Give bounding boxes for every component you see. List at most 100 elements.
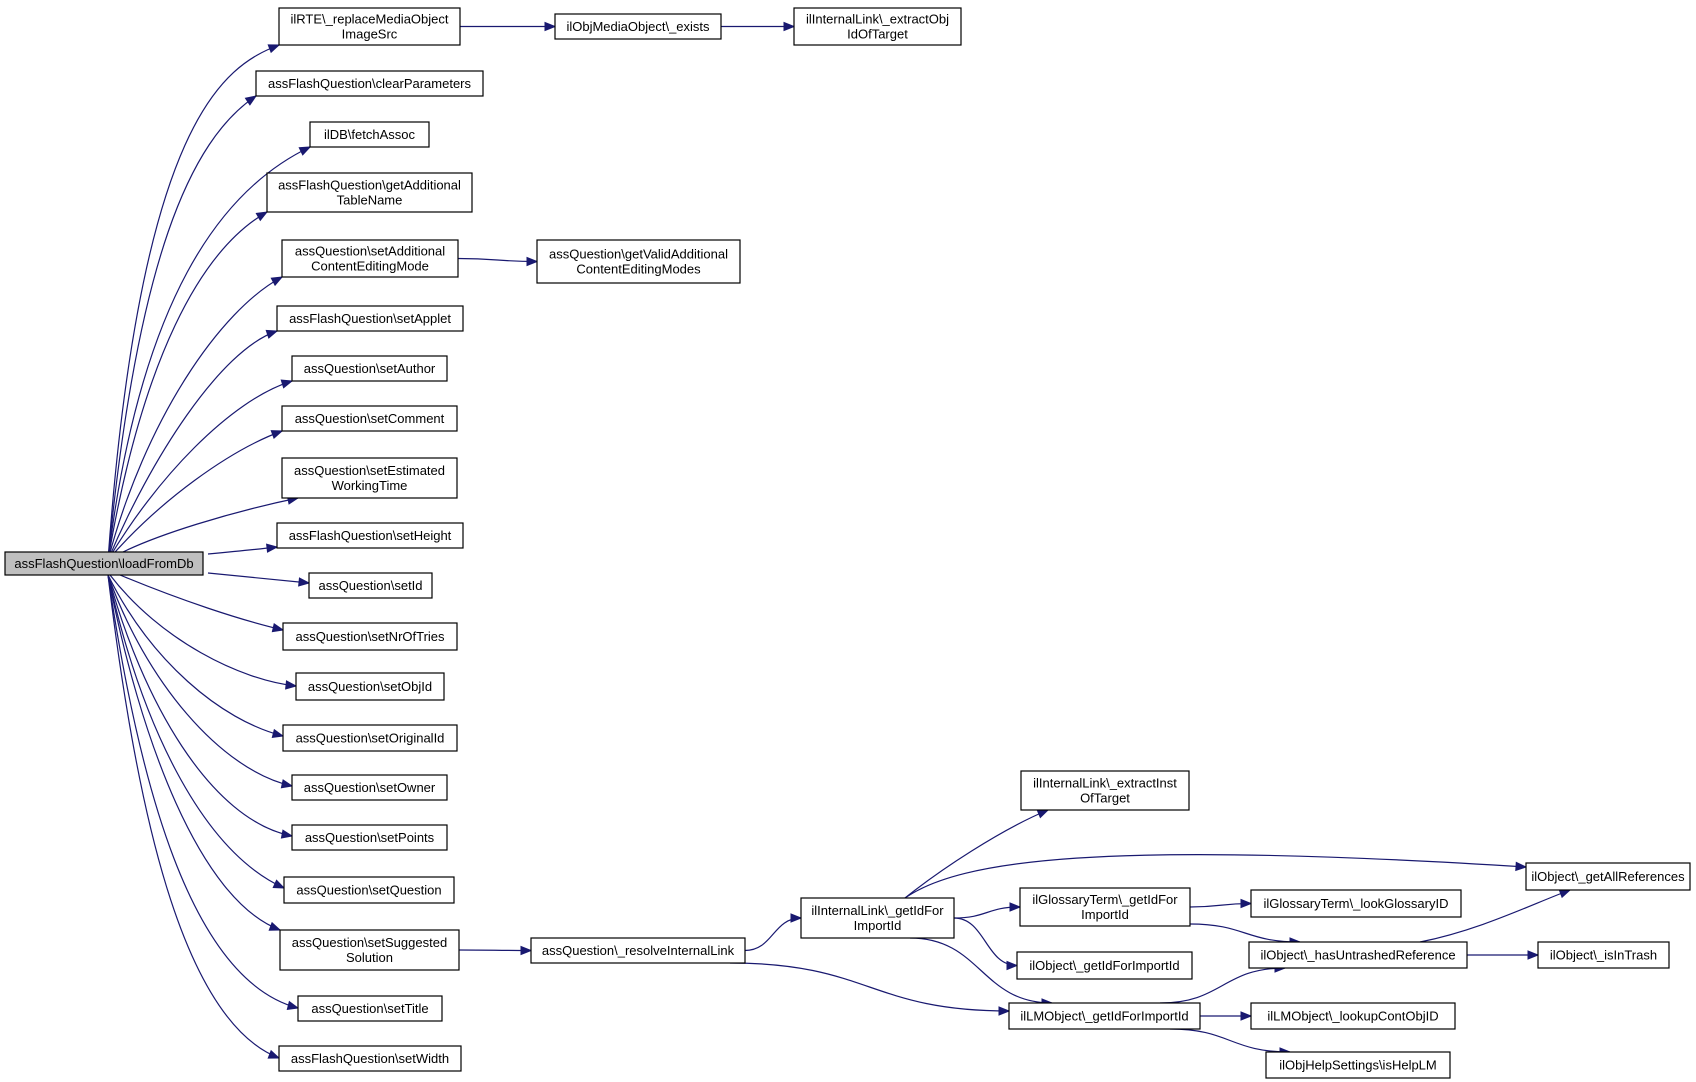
function-node[interactable]: assQuestion\setOriginalId [282,724,458,752]
node-box [297,995,443,1022]
edge-n25-n27 [904,853,1528,899]
edge-line [107,574,280,1059]
node-label: ilInternalLink\_extractInst [1033,776,1177,791]
node-label: assQuestion\setEstimated [294,463,445,478]
call-graph-nodes: assFlashQuestion\loadFromDb ilRTE\_replac… [4,7,1691,1079]
node-box [308,572,433,599]
node-box [283,876,455,904]
node-label: ilGlossaryTerm\_getIdFor [1032,892,1178,907]
node-box [276,305,464,332]
edge-n0-n18 [107,574,294,789]
node-label: assQuestion\setTitle [311,1001,428,1016]
node-label: IdOfTarget [847,27,908,42]
edge-n0-n23 [107,574,300,1010]
function-node[interactable]: ilLMObject\_lookupContObjID [1250,1002,1456,1030]
edge-line [207,572,310,584]
function-node[interactable]: assQuestion\getValidAdditionalContentEdi… [536,239,741,284]
node-label: assQuestion\getValidAdditional [549,247,728,262]
edge-arrowhead [790,913,803,923]
node-label: assFlashQuestion\clearParameters [268,76,472,91]
function-node[interactable]: ilObject\_getAllReferences [1525,862,1691,891]
edge-line [107,574,299,1009]
edge-arrowhead [272,879,286,889]
edge-n7-n8 [457,256,539,267]
function-node[interactable]: ilObjHelpSettings\isHelpLM [1265,1051,1451,1079]
root-node[interactable]: assFlashQuestion\loadFromDb [4,551,204,576]
edge-n0-n17 [107,574,285,739]
node-box [1250,1002,1456,1030]
edge-line [909,937,1053,1004]
function-node[interactable]: assFlashQuestion\setHeight [276,522,464,549]
function-node[interactable]: assQuestion\setComment [281,405,458,432]
function-node[interactable]: assQuestion\setTitle [297,995,443,1022]
edge-n0-n21 [107,574,282,931]
edge-arrowhead [298,577,311,587]
edge-arrowhead [526,256,539,267]
edge-arrowhead [285,680,298,690]
edge-arrowhead [1240,1011,1253,1021]
function-node[interactable]: assQuestion\setPoints [291,824,448,851]
node-box [281,405,458,432]
edge-line [107,211,268,561]
function-node[interactable]: assFlashQuestion\setWidth [278,1045,462,1072]
edge-line [107,574,293,787]
function-node[interactable]: assQuestion\setNrOfTries [282,622,458,651]
edge-n0-n11 [107,430,284,561]
edge-arrowhead [265,329,279,339]
function-node[interactable]: ilInternalLink\_getIdForImportId [800,897,955,939]
edge-arrowhead [270,276,284,287]
edge-n28-n29 [1189,898,1253,909]
edge-n0-n5 [107,146,312,561]
node-box [530,937,746,964]
node-label: assQuestion\setOwner [304,780,436,795]
edge-line [107,574,285,889]
function-node[interactable]: ilLMObject\_getIdForImportId [1008,1002,1201,1030]
function-node[interactable]: assQuestion\setQuestion [283,876,455,904]
node-box [536,239,741,284]
edge-n22-n33 [729,962,1011,1016]
function-node[interactable]: assQuestion\setAuthor [291,355,448,382]
node-box [278,1045,462,1072]
function-node[interactable]: assQuestion\setObjId [295,672,445,701]
function-node[interactable]: ilDB\fetchAssoc [309,121,430,148]
edge-n0-n13 [207,543,279,555]
node-box [282,724,458,752]
node-box [1016,951,1193,980]
function-node[interactable]: ilGlossaryTerm\_lookGlossaryID [1250,889,1462,918]
edge-n21-n22 [458,945,533,956]
node-label: ilObject\_isInTrash [1550,948,1657,963]
function-node[interactable]: ilObject\_getIdForImportId [1016,951,1193,980]
function-node[interactable]: assQuestion\_resolveInternalLink [530,937,746,964]
function-node[interactable]: assQuestion\setId [308,572,433,599]
function-node[interactable]: ilObjMediaObject\_exists [554,13,722,40]
node-label: ilObject\_getIdForImportId [1029,958,1179,973]
function-node[interactable]: assQuestion\setOwner [291,774,448,801]
node-box [295,672,445,701]
function-node[interactable]: ilObject\_isInTrash [1537,941,1670,969]
edge-n31-n32 [1467,950,1540,960]
edge-line [107,497,299,561]
function-node[interactable]: assFlashQuestion\setApplet [276,305,464,332]
node-label: WorkingTime [332,478,408,493]
function-node[interactable]: assFlashQuestion\clearParameters [255,70,484,97]
node-label: assFlashQuestion\getAdditional [278,178,461,193]
node-label: assQuestion\setId [318,578,422,593]
function-node[interactable]: assQuestion\setAdditionalContentEditingM… [281,239,459,278]
node-label: ImageSrc [342,27,398,42]
edge-arrowhead [1558,889,1572,899]
edge-line [458,949,532,952]
edge-n0-n10 [107,379,294,561]
edge-line [729,962,1010,1012]
function-node[interactable]: ilObject\_hasUntrashedReference [1248,941,1468,969]
node-label: ilObject\_getAllReferences [1531,869,1685,884]
node-label: ImportId [854,918,902,933]
edge-line [1189,923,1301,943]
node-label: ilGlossaryTerm\_lookGlossaryID [1264,896,1449,911]
function-node[interactable]: ilGlossaryTerm\_getIdForImportId [1019,887,1191,927]
